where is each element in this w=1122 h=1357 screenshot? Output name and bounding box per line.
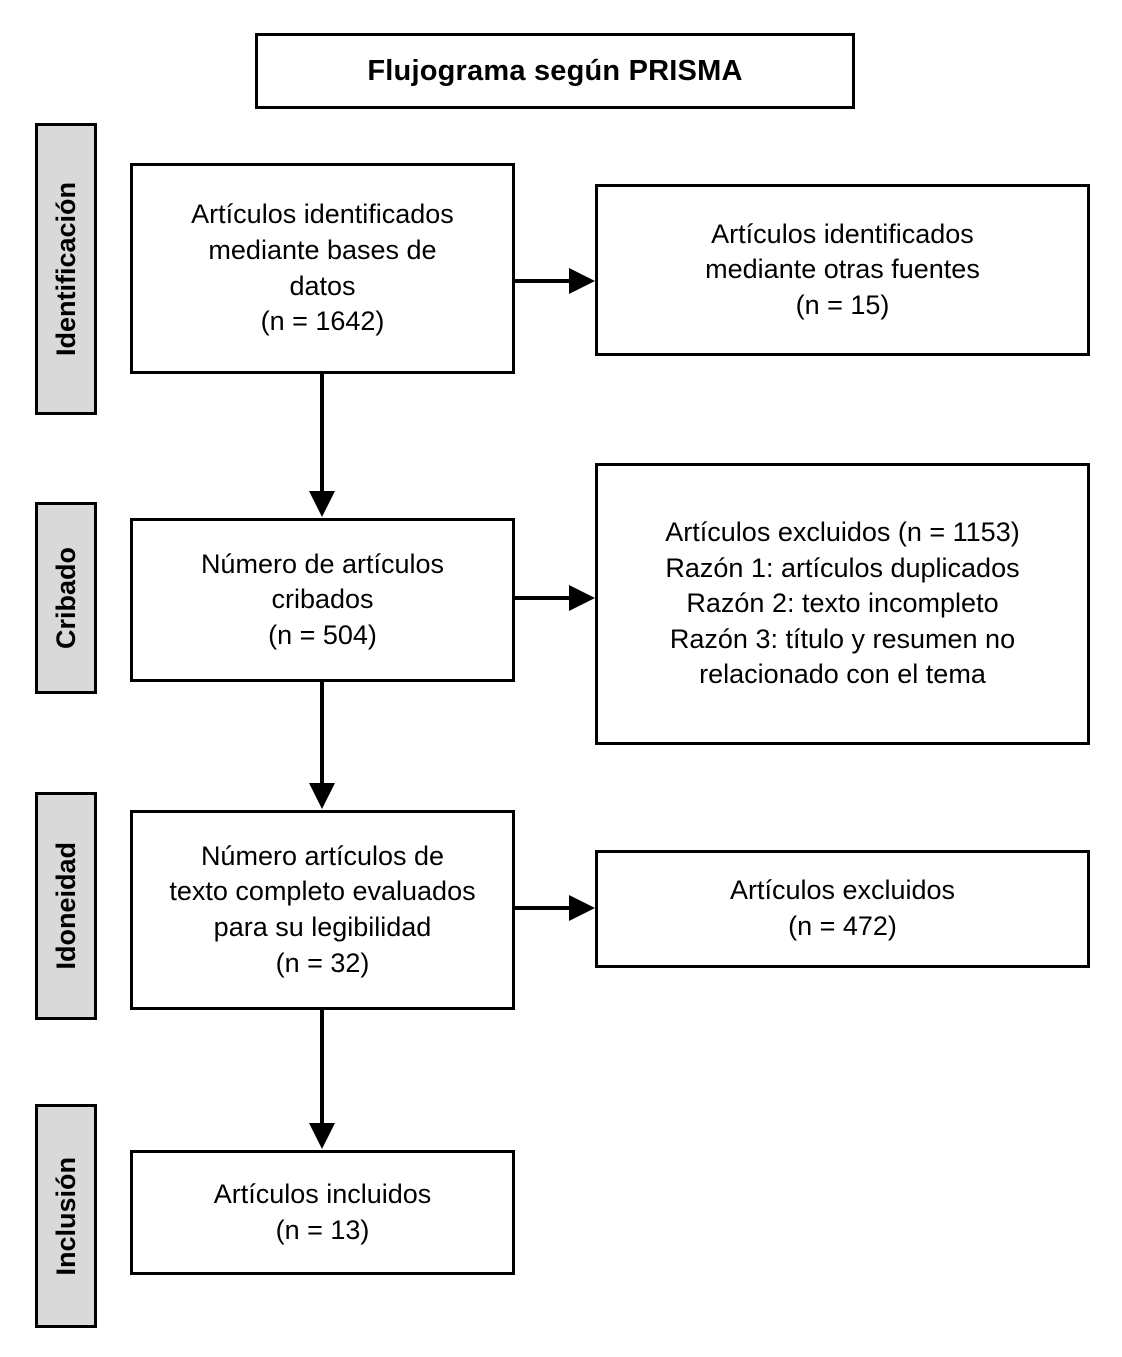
stage-cribado: Cribado xyxy=(35,502,97,694)
stage-idoneidad: Idoneidad xyxy=(35,792,97,1020)
box-identified-databases-line-3: datos xyxy=(289,270,356,301)
box-screened-line-2: cribados xyxy=(271,584,374,615)
box-identified-other-sources: Artículos identificados mediante otras f… xyxy=(595,184,1090,356)
box-fulltext-assessed-line-4: (n = 32) xyxy=(275,947,370,978)
box-excluded-screening-line-3: Razón 2: texto incompleto xyxy=(686,588,999,619)
box-excluded-screening-line-5: relacionado con el tema xyxy=(699,659,986,690)
box-excluded-screening-line-2: Razón 1: artículos duplicados xyxy=(665,552,1020,583)
box-screened: Número de artículos cribados (n = 504) xyxy=(130,518,515,682)
diagram-title-box: Flujograma según PRISMA xyxy=(255,33,855,109)
stage-identificacion-label: Identificación xyxy=(50,181,81,357)
box-excluded-eligibility-line-1: Artículos excluidos xyxy=(729,875,956,906)
diagram-title: Flujograma según PRISMA xyxy=(367,54,743,87)
box-fulltext-assessed: Número artículos de texto completo evalu… xyxy=(130,810,515,1010)
stage-idoneidad-label: Idoneidad xyxy=(50,842,81,970)
box-fulltext-assessed-line-2: texto completo evaluados xyxy=(169,876,476,907)
box-identified-other-sources-line-2: mediante otras fuentes xyxy=(705,254,980,285)
stage-identificacion: Identificación xyxy=(35,123,97,415)
box-excluded-screening: Artículos excluidos (n = 1153) Razón 1: … xyxy=(595,463,1090,745)
box-fulltext-assessed-line-1: Número artículos de xyxy=(200,840,445,871)
box-identified-databases-line-4: (n = 1642) xyxy=(260,306,385,337)
box-excluded-eligibility-line-2: (n = 472) xyxy=(788,911,897,941)
stage-inclusion: Inclusión xyxy=(35,1104,97,1328)
box-fulltext-assessed-line-3: para su legibilidad xyxy=(213,912,432,942)
stage-inclusion-label: Inclusión xyxy=(50,1156,81,1276)
box-screened-line-3: (n = 504) xyxy=(268,619,377,650)
box-included-line-2: (n = 13) xyxy=(275,1214,370,1245)
stage-cribado-label: Cribado xyxy=(50,546,81,649)
box-identified-databases: Artículos identificados mediante bases d… xyxy=(130,163,515,374)
box-identified-databases-line-2: mediante bases de xyxy=(208,234,437,265)
box-included: Artículos incluidos (n = 13) xyxy=(130,1150,515,1275)
box-identified-databases-line-1: Artículos identificados xyxy=(191,199,454,230)
box-included-line-1: Artículos incluidos xyxy=(213,1178,432,1209)
box-identified-other-sources-line-1: Artículos identificados xyxy=(711,218,974,249)
box-excluded-screening-line-4: Razón 3: título y resumen no xyxy=(669,623,1016,654)
box-excluded-screening-line-1: Artículos excluidos (n = 1153) xyxy=(665,516,1020,547)
box-excluded-eligibility: Artículos excluidos (n = 472) xyxy=(595,850,1090,968)
box-screened-line-1: Número de artículos xyxy=(200,548,445,579)
box-identified-other-sources-line-3: (n = 15) xyxy=(795,289,890,320)
